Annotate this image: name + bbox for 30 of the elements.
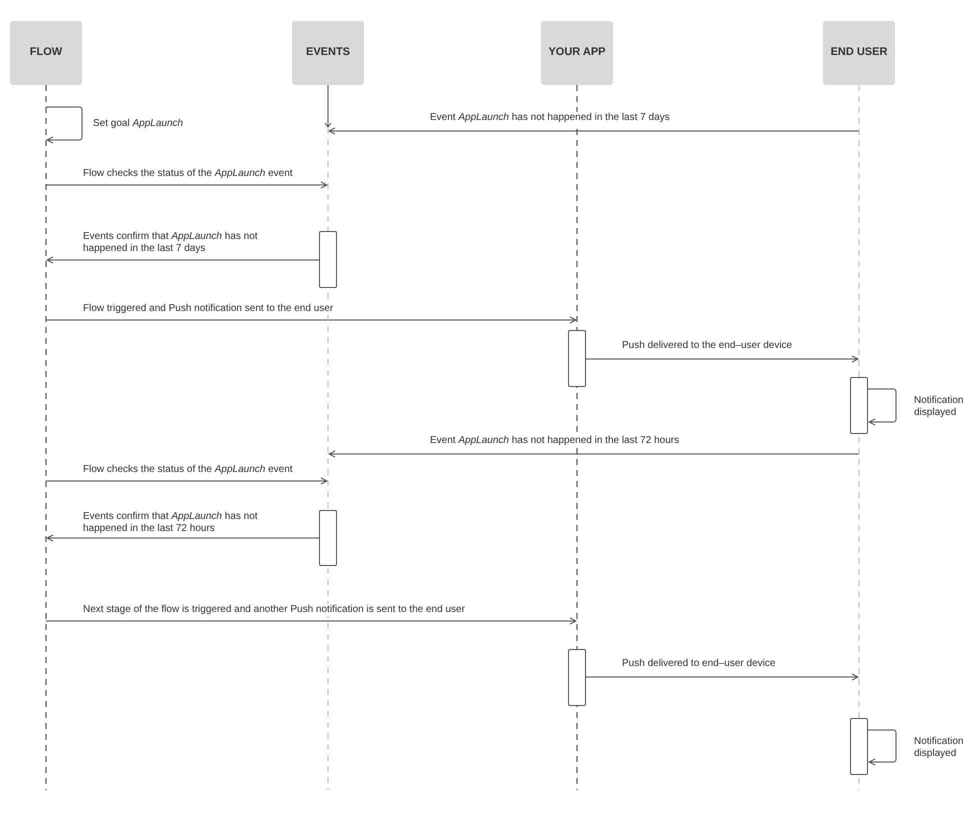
activation-bar — [568, 330, 586, 387]
message-arrow — [586, 356, 858, 362]
message-arrow — [46, 182, 328, 188]
message-arrow — [46, 106, 82, 144]
message-label: Flow checks the status of the AppLaunch event — [83, 464, 293, 476]
message-label: Next stage of the flow is triggered and another Push notification is sent to the end user — [83, 604, 465, 616]
message-arrow — [868, 388, 896, 426]
message-arrow — [46, 618, 576, 624]
activation-bar — [319, 231, 337, 288]
message-arrow — [868, 730, 896, 766]
message-label: Event AppLaunch has not happened in the last 7 days — [430, 112, 670, 124]
participant-box: YOUR APP — [541, 21, 613, 85]
message-label: Set goal AppLaunch — [93, 118, 184, 130]
message-arrow — [586, 674, 858, 680]
participant-box: EVENTS — [292, 21, 364, 85]
message-label: Flow checks the status of the AppLaunch event — [83, 168, 293, 180]
message-arrow — [328, 450, 860, 458]
message-arrow — [46, 534, 320, 542]
message-arrow — [46, 478, 328, 484]
message-arrow — [328, 128, 860, 134]
activation-bar — [568, 649, 586, 706]
message-label: Event AppLaunch has not happened in the last 72 hours — [430, 435, 680, 447]
activation-bar — [850, 718, 868, 775]
message-arrow — [46, 256, 320, 264]
activation-bar — [319, 510, 337, 566]
activation-bar — [850, 377, 868, 434]
message-arrow — [46, 316, 576, 324]
message-label: Flow triggered and Push notification sent to the end user — [83, 303, 334, 315]
participant-box: FLOW — [10, 21, 82, 85]
participant-box: END USER — [823, 21, 895, 85]
